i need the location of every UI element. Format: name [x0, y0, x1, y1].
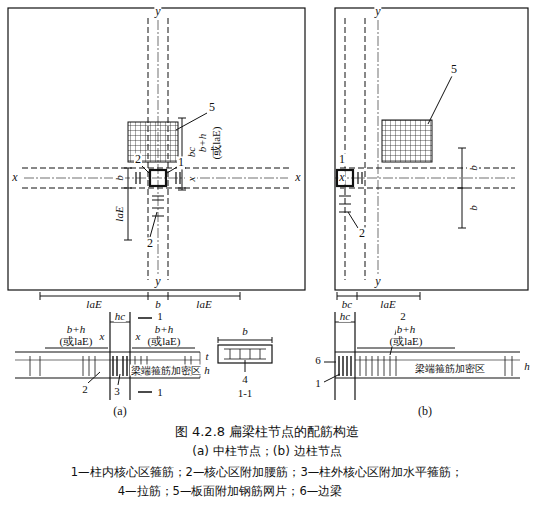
dimension-label: x — [185, 176, 197, 183]
dimension-label: b+h — [154, 323, 174, 335]
dimension-label: h — [523, 360, 531, 372]
dimension-label: x — [294, 171, 301, 184]
callout-number: 6 — [314, 354, 322, 366]
dimension-label: y — [374, 5, 381, 18]
dimension-label: hc — [339, 310, 351, 322]
dimension-label: t — [204, 350, 209, 362]
dimension-label: (或laE) — [389, 335, 424, 347]
dimension-label: (或laE) — [59, 335, 94, 347]
callout-number: 1 — [156, 310, 164, 322]
dimension-label: (或laE) — [147, 335, 182, 347]
dimension-label: y — [154, 275, 161, 288]
callout-number: 1-1 — [237, 387, 254, 399]
dimension-label: 梁端箍筋加密区 — [130, 365, 202, 376]
callout-number: 2 — [146, 237, 154, 250]
dimension-label: y — [374, 275, 381, 288]
callout-number: 5 — [208, 101, 216, 114]
callout-number: 2 — [399, 310, 407, 322]
callout-number: 1 — [177, 156, 185, 169]
dimension-label: b+h — [66, 323, 86, 335]
dimension-label: x — [99, 330, 106, 342]
dimension-label: x — [11, 171, 18, 184]
callout-number: 1 — [338, 153, 346, 166]
dimension-label: b — [467, 164, 479, 172]
dimension-label: b — [467, 204, 479, 212]
legend-note: (a) 中柱节点；(b) 边柱节点 — [191, 445, 342, 458]
dimension-label: b+h — [396, 323, 416, 335]
callout-number: 2 — [358, 227, 366, 240]
callout-number: 2 — [81, 383, 89, 395]
callout-number: 1 — [156, 386, 164, 398]
dimension-label: x — [135, 330, 142, 342]
dimension-label: (a) — [112, 405, 127, 418]
dimension-label: laE — [195, 298, 212, 310]
dimension-label: laE — [85, 298, 102, 310]
dimension-label: hc — [114, 310, 126, 322]
dimension-label: 梁端箍筋加密区 — [414, 363, 486, 374]
dimension-label: (b) — [417, 405, 433, 418]
dimension-label: h — [203, 364, 211, 376]
dimension-label: (或laE) — [210, 126, 222, 161]
legend-note: 1—柱内核心区箍筋；2—核心区附加腰筋；3—柱外核心区附加水平箍筋； — [70, 466, 464, 479]
dimension-label: b — [113, 174, 125, 182]
dimension-label: b+h — [196, 133, 208, 153]
dimension-label: laE — [113, 205, 125, 222]
dimension-label: y — [154, 5, 161, 18]
callout-number: 2 — [134, 153, 142, 166]
legend-note: 4—拉筋；5—板面附加钢筋网片；6—边梁 — [117, 485, 343, 498]
dimension-label: laE — [379, 298, 396, 310]
dimension-label: bc — [341, 298, 353, 310]
callout-number: 4 — [241, 373, 249, 385]
callout-number: 3 — [113, 385, 121, 397]
dimension-label: b — [154, 298, 162, 310]
callout-number: 5 — [450, 63, 458, 76]
dimension-label: b — [241, 325, 249, 337]
figure-caption: 图 4.2.8 扁梁柱节点的配筋构造 — [174, 425, 360, 439]
dimension-label: x — [338, 171, 345, 184]
callout-number: 1 — [314, 377, 322, 389]
